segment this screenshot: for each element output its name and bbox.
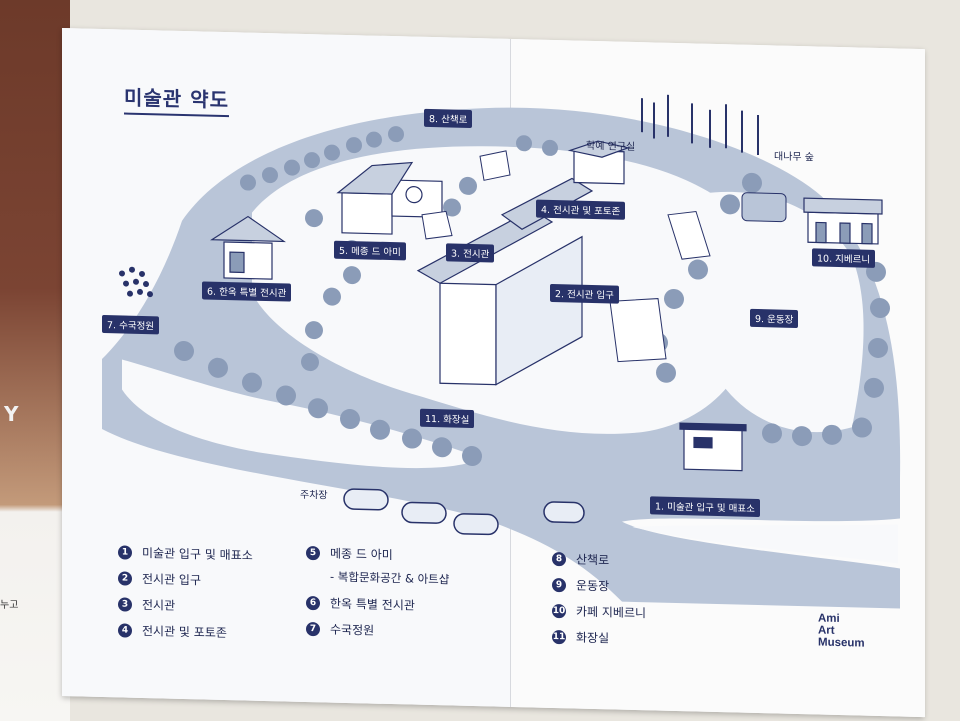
label-bamboo-forest: 대나무 숲 <box>774 151 814 164</box>
bamboo-grove <box>641 94 759 156</box>
pond <box>741 192 787 223</box>
map-title: 미술관 약도 <box>124 81 229 118</box>
label-parking: 주차장 <box>300 489 328 502</box>
label-playground: 9. 운동장 <box>750 308 799 328</box>
hydrangea-garden <box>119 266 153 298</box>
label-ticket-office: 1. 미술관 입구 및 매표소 <box>650 496 760 518</box>
museum-map <box>102 94 901 609</box>
ticket-office <box>679 422 747 472</box>
legend-subtext: - 복합문화공간 & 아트샵 <box>330 569 450 587</box>
label-photo-zone: 4. 전시관 및 포토존 <box>536 199 626 220</box>
label-walking-trail: 8. 산책로 <box>424 108 473 129</box>
parking-cars <box>343 488 585 536</box>
cafe-giverny-building <box>803 197 883 245</box>
label-hydrangea-garden: 7. 수국정원 <box>102 314 160 335</box>
label-restroom: 11. 화장실 <box>420 408 475 429</box>
stairs <box>421 150 711 363</box>
maison-de-ami-building <box>336 161 443 235</box>
background-letter: Y <box>4 402 19 426</box>
label-exhibition-entrance: 2. 전시관 입구 <box>550 283 619 304</box>
label-maison-de-ami: 5. 메종 드 아미 <box>334 240 406 261</box>
hanok-building <box>210 215 286 280</box>
label-hanok-hall: 6. 한옥 특별 전시관 <box>202 281 292 302</box>
background-text: 누고 <box>0 600 19 611</box>
label-curator-studio: 학예 연구실 <box>586 140 636 154</box>
trees <box>174 126 890 467</box>
background-cafe-photo: Y 누고 <box>0 0 70 721</box>
label-cafe-giverny: 10. 지베르니 <box>812 248 876 268</box>
label-exhibition-hall: 3. 전시관 <box>446 243 495 263</box>
brochure-map-sheet: 미술관 약도 1. 미술관 입구 및 매표소 2. 전시관 입구 3. 전시관 … <box>62 28 925 718</box>
